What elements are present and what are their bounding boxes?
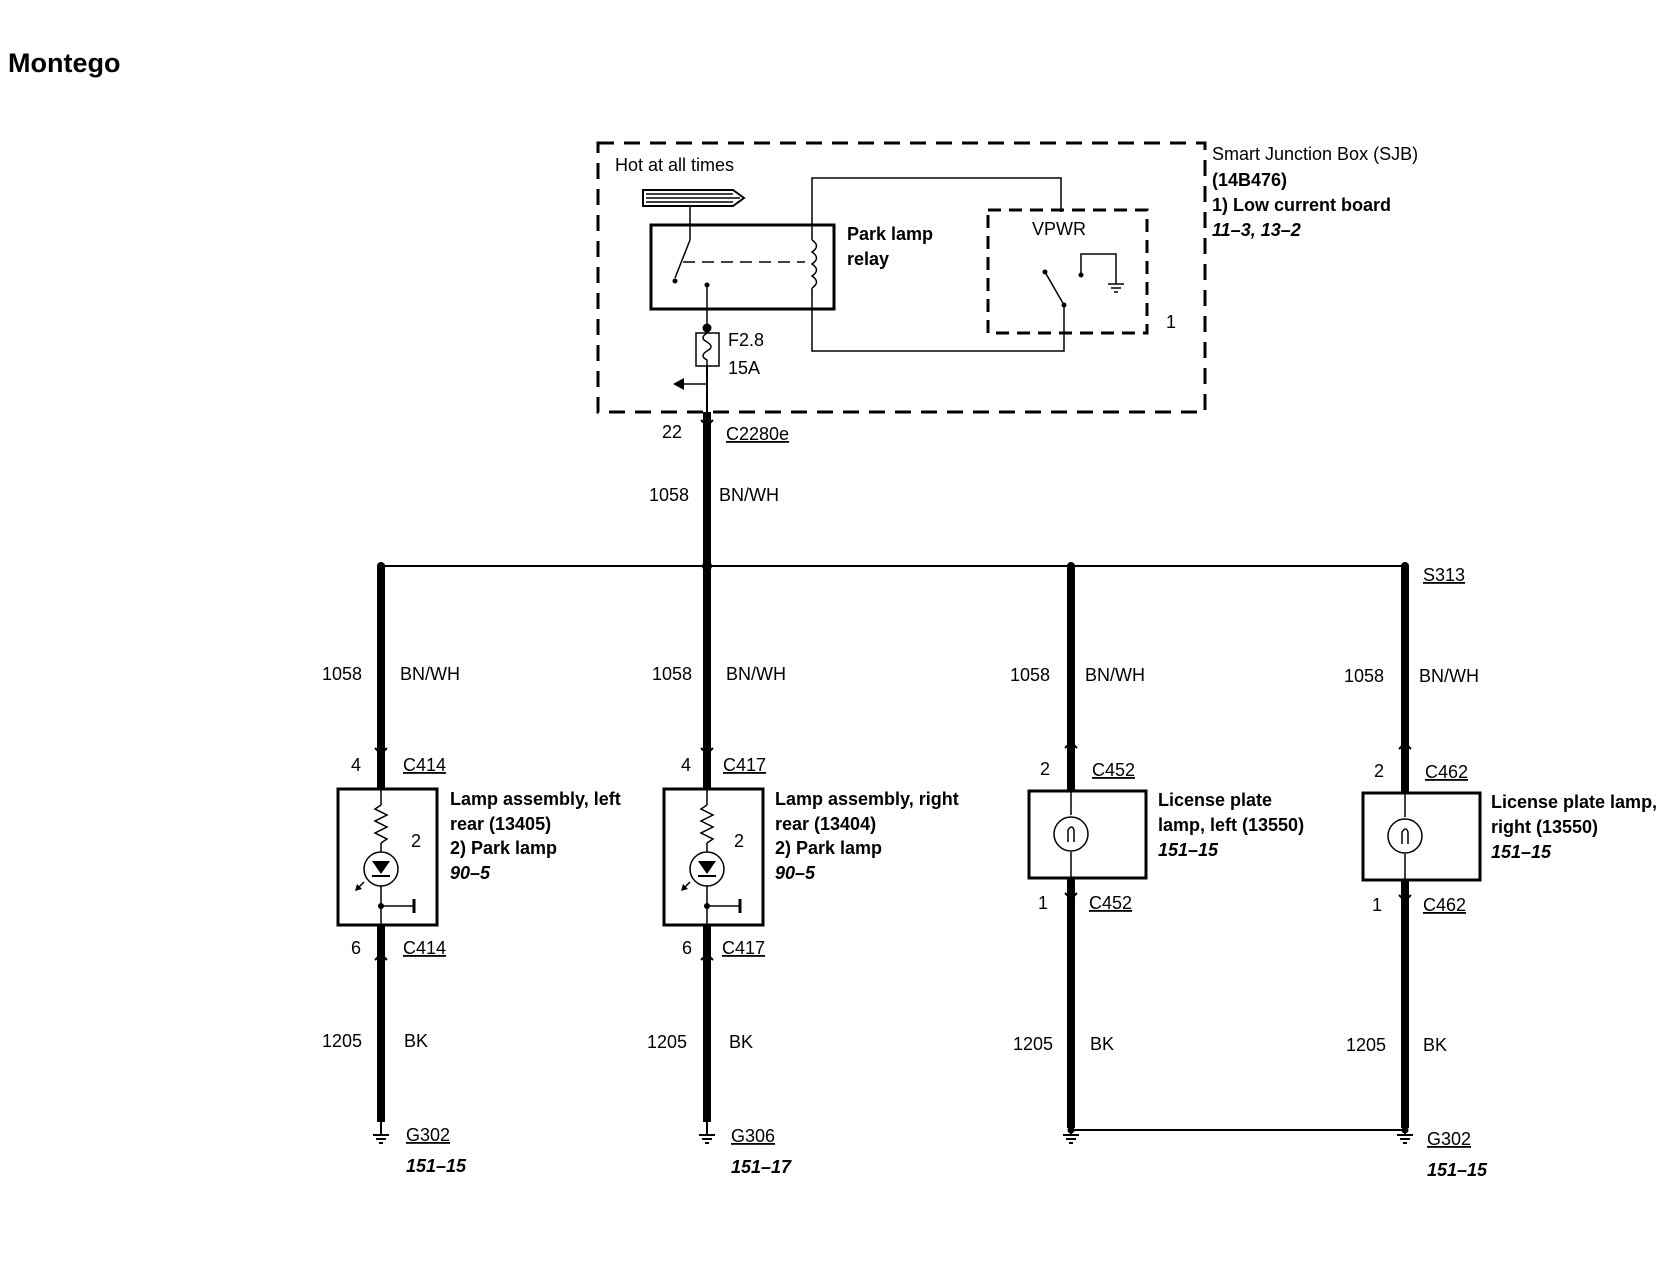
circuit-top: 1058: [1010, 665, 1050, 685]
ground-icon: [373, 1122, 389, 1144]
connector-bottom: C417: [722, 938, 765, 958]
pin-bottom: 6: [351, 938, 361, 958]
bulb-icon: [1387, 793, 1423, 880]
branch-license-lamp-left: 1058 BN/WH 2 C452 License plate lamp, le…: [1010, 566, 1304, 1144]
circuit-top: 1058: [652, 664, 692, 684]
pin-top: 2: [1374, 761, 1384, 781]
wire-color-top: BN/WH: [726, 664, 786, 684]
fuse-id: F2.8: [728, 330, 764, 350]
connector-top: C462: [1425, 762, 1468, 782]
branch-lamp-right-rear: 1058 BN/WH 4 C417 2 Lamp assembly, right…: [647, 566, 959, 1177]
component-name-line1: License plate lamp,: [1491, 792, 1657, 812]
component-ref: 151–15: [1158, 840, 1219, 860]
component-ref: 90–5: [450, 863, 491, 883]
relay-label-line1: Park lamp: [847, 224, 933, 244]
circuit-top: 1058: [1344, 666, 1384, 686]
pin-bottom: 6: [682, 938, 692, 958]
sjb-part-number: (14B476): [1212, 170, 1287, 190]
ground-id: G302: [1427, 1129, 1471, 1149]
inner-pin: 2: [411, 831, 421, 851]
ground-ref: 151–15: [1427, 1160, 1488, 1180]
sjb-name: Smart Junction Box (SJB): [1212, 144, 1418, 164]
sjb-board: 1) Low current board: [1212, 195, 1391, 215]
pin-top: 4: [681, 755, 691, 775]
sjb-pin-note: 1: [1166, 312, 1176, 332]
inner-pin: 2: [734, 831, 744, 851]
component-ref: 90–5: [775, 863, 816, 883]
wire-color-bottom: BK: [1423, 1035, 1447, 1055]
relay-coil-icon: [810, 239, 818, 289]
component-sub: 2) Park lamp: [775, 838, 882, 858]
ground-icon: [1397, 1128, 1413, 1144]
connector-bottom: C414: [403, 938, 446, 958]
resistor-icon: [699, 804, 715, 844]
feed-wire: 22 C2280e 1058 BN/WH: [649, 412, 789, 565]
vpwr-module: VPWR: [986, 208, 1149, 335]
circuit-bottom: 1205: [322, 1031, 362, 1051]
feed-connector: C2280e: [726, 424, 789, 444]
circuit-bottom: 1205: [647, 1032, 687, 1052]
power-bus-arrow-icon: [642, 189, 746, 207]
pin-bottom: 1: [1038, 893, 1048, 913]
splice-bus: S313: [377, 561, 1465, 585]
wire-color-bottom: BK: [729, 1032, 753, 1052]
feed-circuit: 1058: [649, 485, 689, 505]
connector-bottom: C462: [1423, 895, 1466, 915]
component-name-line1: License plate: [1158, 790, 1272, 810]
ground-id: G302: [406, 1125, 450, 1145]
sjb-page-refs: 11–3, 13–2: [1212, 220, 1301, 240]
component-name-line2: lamp, left (13550): [1158, 815, 1304, 835]
fuse-rating: 15A: [728, 358, 760, 378]
ground-ref: 151–15: [406, 1156, 467, 1176]
branch-lamp-left-rear: 1058 BN/WH 4 C414 2 Lamp assembly, left …: [322, 566, 621, 1176]
vpwr-label: VPWR: [1032, 219, 1086, 239]
component-name-line2: rear (13405): [450, 814, 551, 834]
hot-at-all-times-label: Hot at all times: [615, 155, 734, 175]
wire-color-bottom: BK: [1090, 1034, 1114, 1054]
smart-junction-box: Smart Junction Box (SJB) (14B476) 1) Low…: [596, 141, 1418, 414]
resistor-icon: [373, 804, 389, 844]
component-name-line2: right (13550): [1491, 817, 1598, 837]
feed-pin: 22: [662, 422, 682, 442]
pin-top: 2: [1040, 759, 1050, 779]
component-name-line2: rear (13404): [775, 814, 876, 834]
connector-top: C414: [403, 755, 446, 775]
park-lamp-relay: [649, 206, 836, 328]
component-name-line1: Lamp assembly, left: [450, 789, 621, 809]
ground-tie-line: [1067, 1126, 1409, 1134]
splice-id: S313: [1423, 565, 1465, 585]
ground-icon: [699, 1122, 715, 1144]
pin-top: 4: [351, 755, 361, 775]
component-sub: 2) Park lamp: [450, 838, 557, 858]
wire-color-top: BN/WH: [400, 664, 460, 684]
pin-bottom: 1: [1372, 895, 1382, 915]
bulb-icon: [1053, 791, 1089, 878]
page-title: Montego: [8, 48, 120, 78]
ground-ref: 151–17: [731, 1157, 792, 1177]
connector-top: C452: [1092, 760, 1135, 780]
wire-color-bottom: BK: [404, 1031, 428, 1051]
relay-label-line2: relay: [847, 249, 889, 269]
ground-icon: [1108, 283, 1124, 293]
component-ref: 151–15: [1491, 842, 1552, 862]
connector-bottom: C452: [1089, 893, 1132, 913]
component-name-line1: Lamp assembly, right: [775, 789, 959, 809]
circuit-bottom: 1205: [1013, 1034, 1053, 1054]
circuit-bottom: 1205: [1346, 1035, 1386, 1055]
connector-top: C417: [723, 755, 766, 775]
fuse-icon: [695, 332, 720, 367]
wire-color-top: BN/WH: [1419, 666, 1479, 686]
continuation-arrow-icon: [673, 378, 707, 390]
branch-license-lamp-right: 1058 BN/WH 2 C462 License plate lamp, ri…: [1344, 566, 1657, 1180]
feed-wire-color: BN/WH: [719, 485, 779, 505]
ground-id: G306: [731, 1126, 775, 1146]
wire-color-top: BN/WH: [1085, 665, 1145, 685]
circuit-top: 1058: [322, 664, 362, 684]
